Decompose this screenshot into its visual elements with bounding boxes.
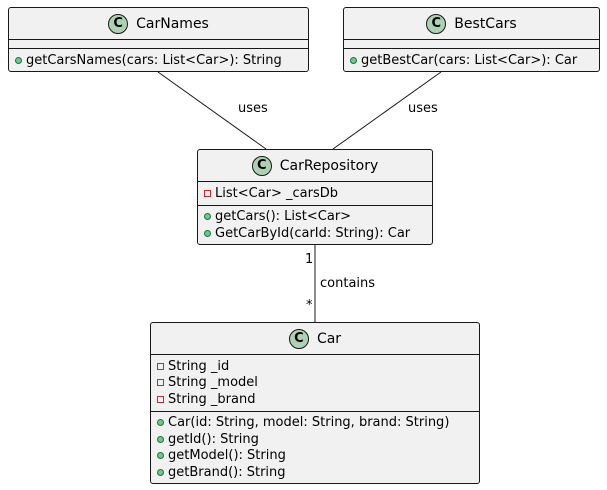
attributes-section (344, 40, 599, 49)
class-name: CarRepository (279, 157, 379, 174)
method-row: GetCarById(carId: String): Car (198, 225, 432, 242)
method-text: GetCarById(carId: String): Car (215, 225, 411, 241)
attributes-section: String _id String _model String _brand (151, 355, 479, 412)
method-text: Car(id: String, model: String, brand: St… (168, 415, 450, 431)
class-name: BestCars (454, 15, 517, 32)
attribute-row: List<Car> _carsDb (198, 185, 432, 202)
attribute-text: String _brand (168, 391, 256, 407)
private-visibility-icon (157, 379, 164, 387)
public-visibility-icon (204, 213, 211, 221)
method-text: getId(): String (168, 431, 259, 447)
public-visibility-icon (157, 452, 164, 460)
public-visibility-icon (157, 435, 164, 443)
public-visibility-icon (350, 56, 357, 64)
attributes-section: List<Car> _carsDb (198, 182, 432, 206)
attributes-section (9, 40, 308, 49)
private-visibility-icon (157, 395, 164, 403)
attribute-text: String _model (168, 375, 258, 391)
public-visibility-icon (157, 468, 164, 476)
method-text: getBrand(): String (168, 464, 286, 480)
class-header: C BestCars (344, 8, 599, 40)
class-badge-icon: C (251, 155, 272, 176)
method-row: getCarsNames(cars: List<Car>): String (9, 52, 308, 69)
attribute-text: String _id (168, 358, 230, 374)
class-badge-icon: C (288, 328, 309, 349)
class-car[interactable]: C Car String _id String _model String _b… (150, 322, 480, 484)
public-visibility-icon (15, 56, 22, 64)
method-row: getCars(): List<Car> (198, 209, 432, 226)
method-row: getId(): String (151, 431, 479, 448)
attribute-row: String _model (151, 375, 479, 392)
method-text: getCars(): List<Car> (215, 209, 352, 225)
method-row: getBrand(): String (151, 464, 479, 481)
class-carrepository[interactable]: C CarRepository List<Car> _carsDb getCar… (197, 149, 433, 245)
public-visibility-icon (157, 419, 164, 427)
methods-section: getBestCar(cars: List<Car>): Car (344, 49, 599, 72)
method-text: getBestCar(cars: List<Car>): Car (361, 52, 578, 68)
bestcars-uses-line (332, 71, 442, 150)
class-badge-icon: C (426, 13, 447, 34)
class-badge-icon: C (108, 13, 129, 34)
carnames-uses-line (157, 71, 267, 150)
method-row: Car(id: String, model: String, brand: St… (151, 415, 479, 432)
carnames-uses-label: uses (238, 101, 268, 116)
attribute-row: String _id (151, 358, 479, 375)
bestcars-uses-label: uses (408, 101, 438, 116)
methods-section: getCars(): List<Car> GetCarById(carId: S… (198, 206, 432, 245)
class-carnames[interactable]: C CarNames getCarsNames(cars: List<Car>)… (8, 7, 309, 72)
class-header: C CarNames (9, 8, 308, 40)
private-visibility-icon (157, 362, 164, 370)
method-text: getModel(): String (168, 448, 286, 464)
private-visibility-icon (204, 189, 211, 197)
source-multiplicity: 1 (305, 252, 314, 267)
method-text: getCarsNames(cars: List<Car>): String (26, 52, 282, 68)
methods-section: getCarsNames(cars: List<Car>): String (9, 49, 308, 72)
class-name: Car (316, 330, 342, 347)
attribute-row: String _brand (151, 391, 479, 408)
target-multiplicity: * (306, 298, 313, 313)
attribute-text: List<Car> _carsDb (215, 185, 339, 201)
public-visibility-icon (204, 229, 211, 237)
class-bestcars[interactable]: C BestCars getBestCar(cars: List<Car>): … (343, 7, 600, 72)
method-row: getBestCar(cars: List<Car>): Car (344, 52, 599, 69)
class-header: C CarRepository (198, 150, 432, 182)
class-name: CarNames (136, 15, 209, 32)
contains-label: contains (320, 276, 376, 291)
methods-section: Car(id: String, model: String, brand: St… (151, 412, 479, 484)
class-header: C Car (151, 323, 479, 355)
method-row: getModel(): String (151, 448, 479, 465)
